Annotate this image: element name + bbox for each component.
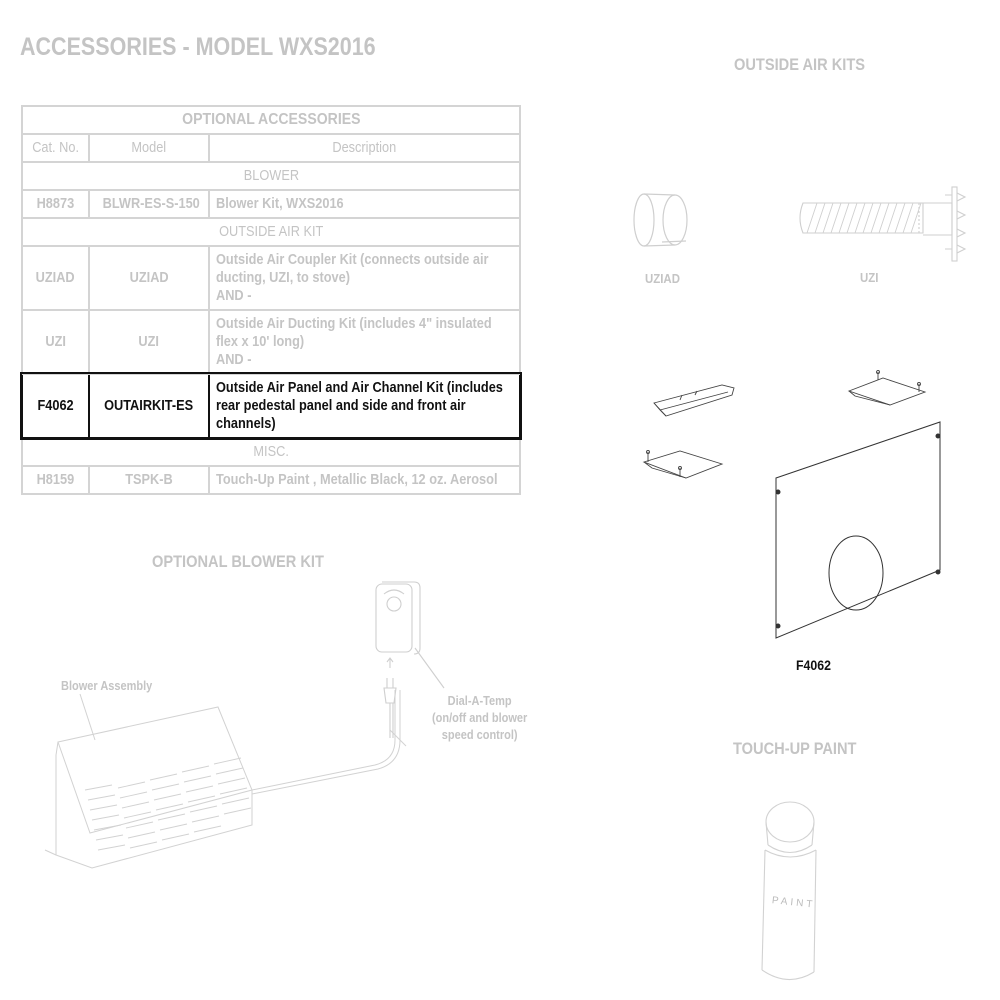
model-cell: OUTAIRKIT-ES xyxy=(104,398,194,414)
description-cell: Blower Kit, WXS2016 xyxy=(216,196,344,212)
column-header-model: Model xyxy=(131,140,167,156)
table-title-row: OPTIONAL ACCESSORIES xyxy=(21,105,521,135)
model-cell: UZI xyxy=(138,334,160,350)
cat-no-cell: UZIAD xyxy=(36,270,75,286)
blower-assembly-label: Blower Assembly xyxy=(61,679,153,693)
page-title: ACCESSORIES - MODEL WXS2016 xyxy=(20,33,376,61)
section-label: OUTSIDE AIR KIT xyxy=(218,224,324,240)
f4062-label: F4062 xyxy=(796,657,831,673)
section-label: BLOWER xyxy=(243,168,299,184)
paint-can-text: PAINT xyxy=(771,895,816,911)
coupler-illustration xyxy=(633,193,688,247)
section-row-misc: MISC. xyxy=(21,437,521,467)
table-row: UZI UZI Outside Air Ducting Kit (include… xyxy=(21,309,521,375)
section-label: MISC. xyxy=(253,444,289,460)
column-header-description: Description xyxy=(332,140,397,156)
blower-assembly-illustration xyxy=(44,690,407,869)
table-row-highlighted: F4062 OUTAIRKIT-ES Outside Air Panel and… xyxy=(20,372,522,440)
cat-no-cell: F4062 xyxy=(37,398,74,414)
section-row-outside-air-kit: OUTSIDE AIR KIT xyxy=(21,217,521,247)
table-title: OPTIONAL ACCESSORIES xyxy=(181,111,361,128)
column-header-cat-no: Cat. No. xyxy=(32,140,79,156)
uzi-label: UZI xyxy=(860,270,879,285)
description-cell: Outside Air Panel and Air Channel Kit (i… xyxy=(216,380,503,432)
model-cell: TSPK-B xyxy=(125,472,173,488)
air-channel-illustration xyxy=(847,370,927,406)
table-row: H8159 TSPK-B Touch-Up Paint , Metallic B… xyxy=(21,465,521,495)
blower-kit-title: OPTIONAL BLOWER KIT xyxy=(152,552,324,571)
cat-no-cell: UZI xyxy=(45,334,66,350)
cat-no-cell: H8159 xyxy=(36,472,75,488)
air-channel-illustration xyxy=(653,384,735,417)
outside-air-kits-title: OUTSIDE AIR KITS xyxy=(734,55,866,74)
model-cell: UZIAD xyxy=(129,270,169,286)
model-cell: BLWR-ES-S-150 xyxy=(102,196,200,212)
description-cell: Outside Air Ducting Kit (includes 4" ins… xyxy=(216,316,492,368)
dial-a-temp-illustration xyxy=(375,581,445,738)
ducting-illustration xyxy=(799,186,967,262)
column-header-row: Cat. No. Model Description xyxy=(21,133,521,163)
description-cell: Touch-Up Paint , Metallic Black, 12 oz. … xyxy=(216,472,498,488)
air-channel-illustration xyxy=(642,450,724,479)
table-row: H8873 BLWR-ES-S-150 Blower Kit, WXS2016 xyxy=(21,189,521,219)
cat-no-cell: H8873 xyxy=(36,196,75,212)
touch-up-paint-title: TOUCH-UP PAINT xyxy=(733,739,857,758)
description-cell: Outside Air Coupler Kit (connects outsid… xyxy=(216,252,489,304)
table-row: UZIAD UZIAD Outside Air Coupler Kit (con… xyxy=(21,245,521,311)
paint-can-illustration: PAINT xyxy=(761,801,817,981)
dial-a-temp-label: Dial-A-Temp (on/off and blower speed con… xyxy=(432,694,528,742)
rear-panel-illustration xyxy=(775,421,941,639)
uziad-label: UZIAD xyxy=(645,271,680,286)
section-row-blower: BLOWER xyxy=(21,161,521,191)
accessories-table: OPTIONAL ACCESSORIES Cat. No. Model Desc… xyxy=(20,105,522,495)
